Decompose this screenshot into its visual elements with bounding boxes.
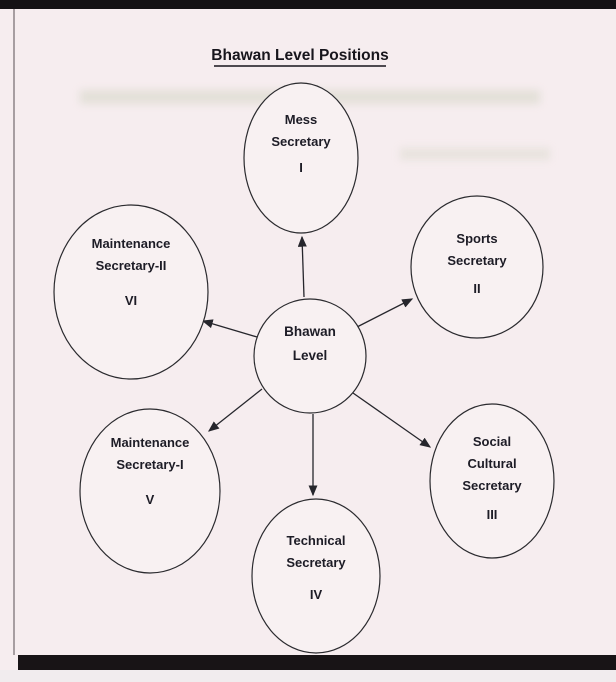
node-label-line: Secretary bbox=[447, 253, 507, 268]
arrow-to-maintenance-secretary-i bbox=[207, 388, 263, 432]
node-numeral: V bbox=[146, 492, 155, 507]
node-label-line: Mess bbox=[285, 112, 318, 127]
center-node-label-line: Bhawan bbox=[284, 324, 336, 339]
center-node-label-line: Level bbox=[293, 348, 328, 363]
node-numeral: I bbox=[299, 160, 303, 175]
node-label-line: Sports bbox=[456, 231, 497, 246]
scan-bottom-strip bbox=[0, 670, 616, 682]
node-numeral: IV bbox=[310, 587, 323, 602]
scan-top-border bbox=[0, 0, 616, 9]
node-label-line: Secretary bbox=[271, 134, 331, 149]
node-label-line: Secretary-I bbox=[116, 457, 183, 472]
node-label-line: Social bbox=[473, 434, 511, 449]
node-label-line: Cultural bbox=[467, 456, 516, 471]
arrow-to-maintenance-secretary-ii bbox=[201, 319, 258, 338]
node-label-line: Secretary bbox=[462, 478, 522, 493]
node-social-cultural-secretary-ellipse bbox=[429, 403, 555, 559]
node-label-line: Secretary-II bbox=[96, 258, 167, 273]
arrow-to-social-cultural-secretary bbox=[352, 392, 432, 448]
node-label-line: Maintenance bbox=[92, 236, 171, 251]
scan-bottom-border bbox=[18, 655, 616, 670]
node-technical-secretary-ellipse bbox=[251, 498, 381, 654]
diagram-title: Bhawan Level Positions bbox=[211, 47, 388, 64]
node-label-line: Maintenance bbox=[111, 435, 190, 450]
center-node-ellipse bbox=[253, 298, 367, 414]
arrow-to-mess-secretary bbox=[297, 235, 307, 298]
arrow-to-sports-secretary bbox=[356, 298, 414, 328]
node-numeral: II bbox=[473, 281, 480, 296]
node-label-line: Technical bbox=[286, 533, 345, 548]
node-sports-secretary-ellipse bbox=[410, 195, 544, 339]
node-numeral: VI bbox=[125, 293, 137, 308]
node-maintenance-secretary-ii-ellipse bbox=[53, 204, 209, 380]
node-label-line: Secretary bbox=[286, 555, 346, 570]
node-maintenance-secretary-i-ellipse bbox=[79, 408, 221, 574]
node-numeral: III bbox=[487, 507, 498, 522]
node-mess-secretary-ellipse bbox=[243, 82, 359, 234]
scan-left-edge bbox=[13, 9, 15, 655]
